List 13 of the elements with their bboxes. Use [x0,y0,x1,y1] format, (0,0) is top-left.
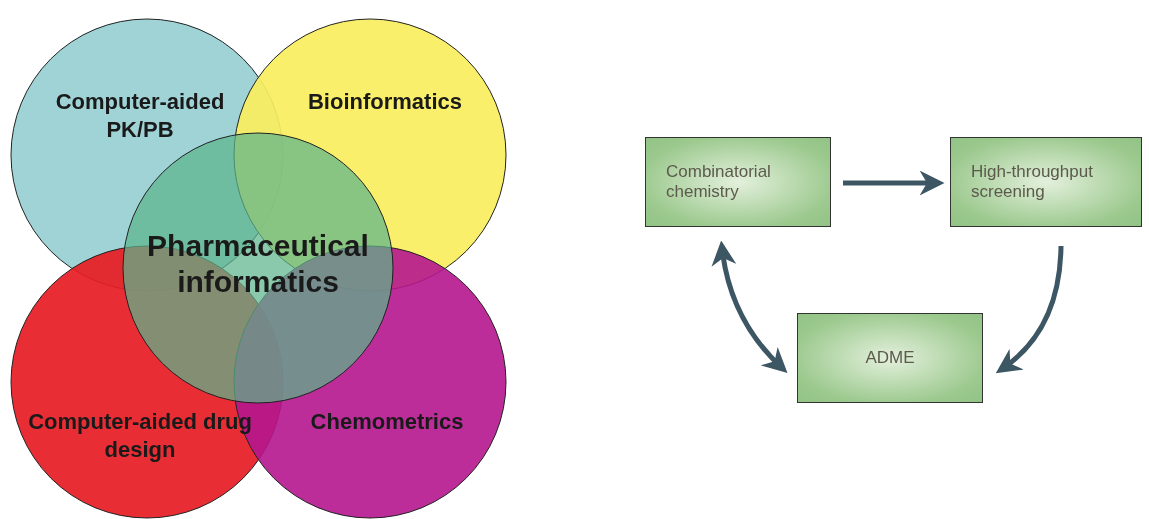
process-box [797,313,983,403]
process-box [645,137,831,227]
box-label: ADME [865,348,915,368]
arrow [843,170,945,196]
center-label: Pharmaceutical informatics [146,228,370,300]
process-box [950,137,1142,227]
circle-label: Computer-aided PK/PB [54,88,226,144]
circle-label: Bioinformatics [307,88,463,116]
box-label: Combinatorial chemistry [665,162,772,202]
arrow [995,245,1064,374]
circle-label: Chemometrics [309,408,465,436]
box-label: High-throughput screening [970,162,1094,202]
arrow [712,240,788,374]
